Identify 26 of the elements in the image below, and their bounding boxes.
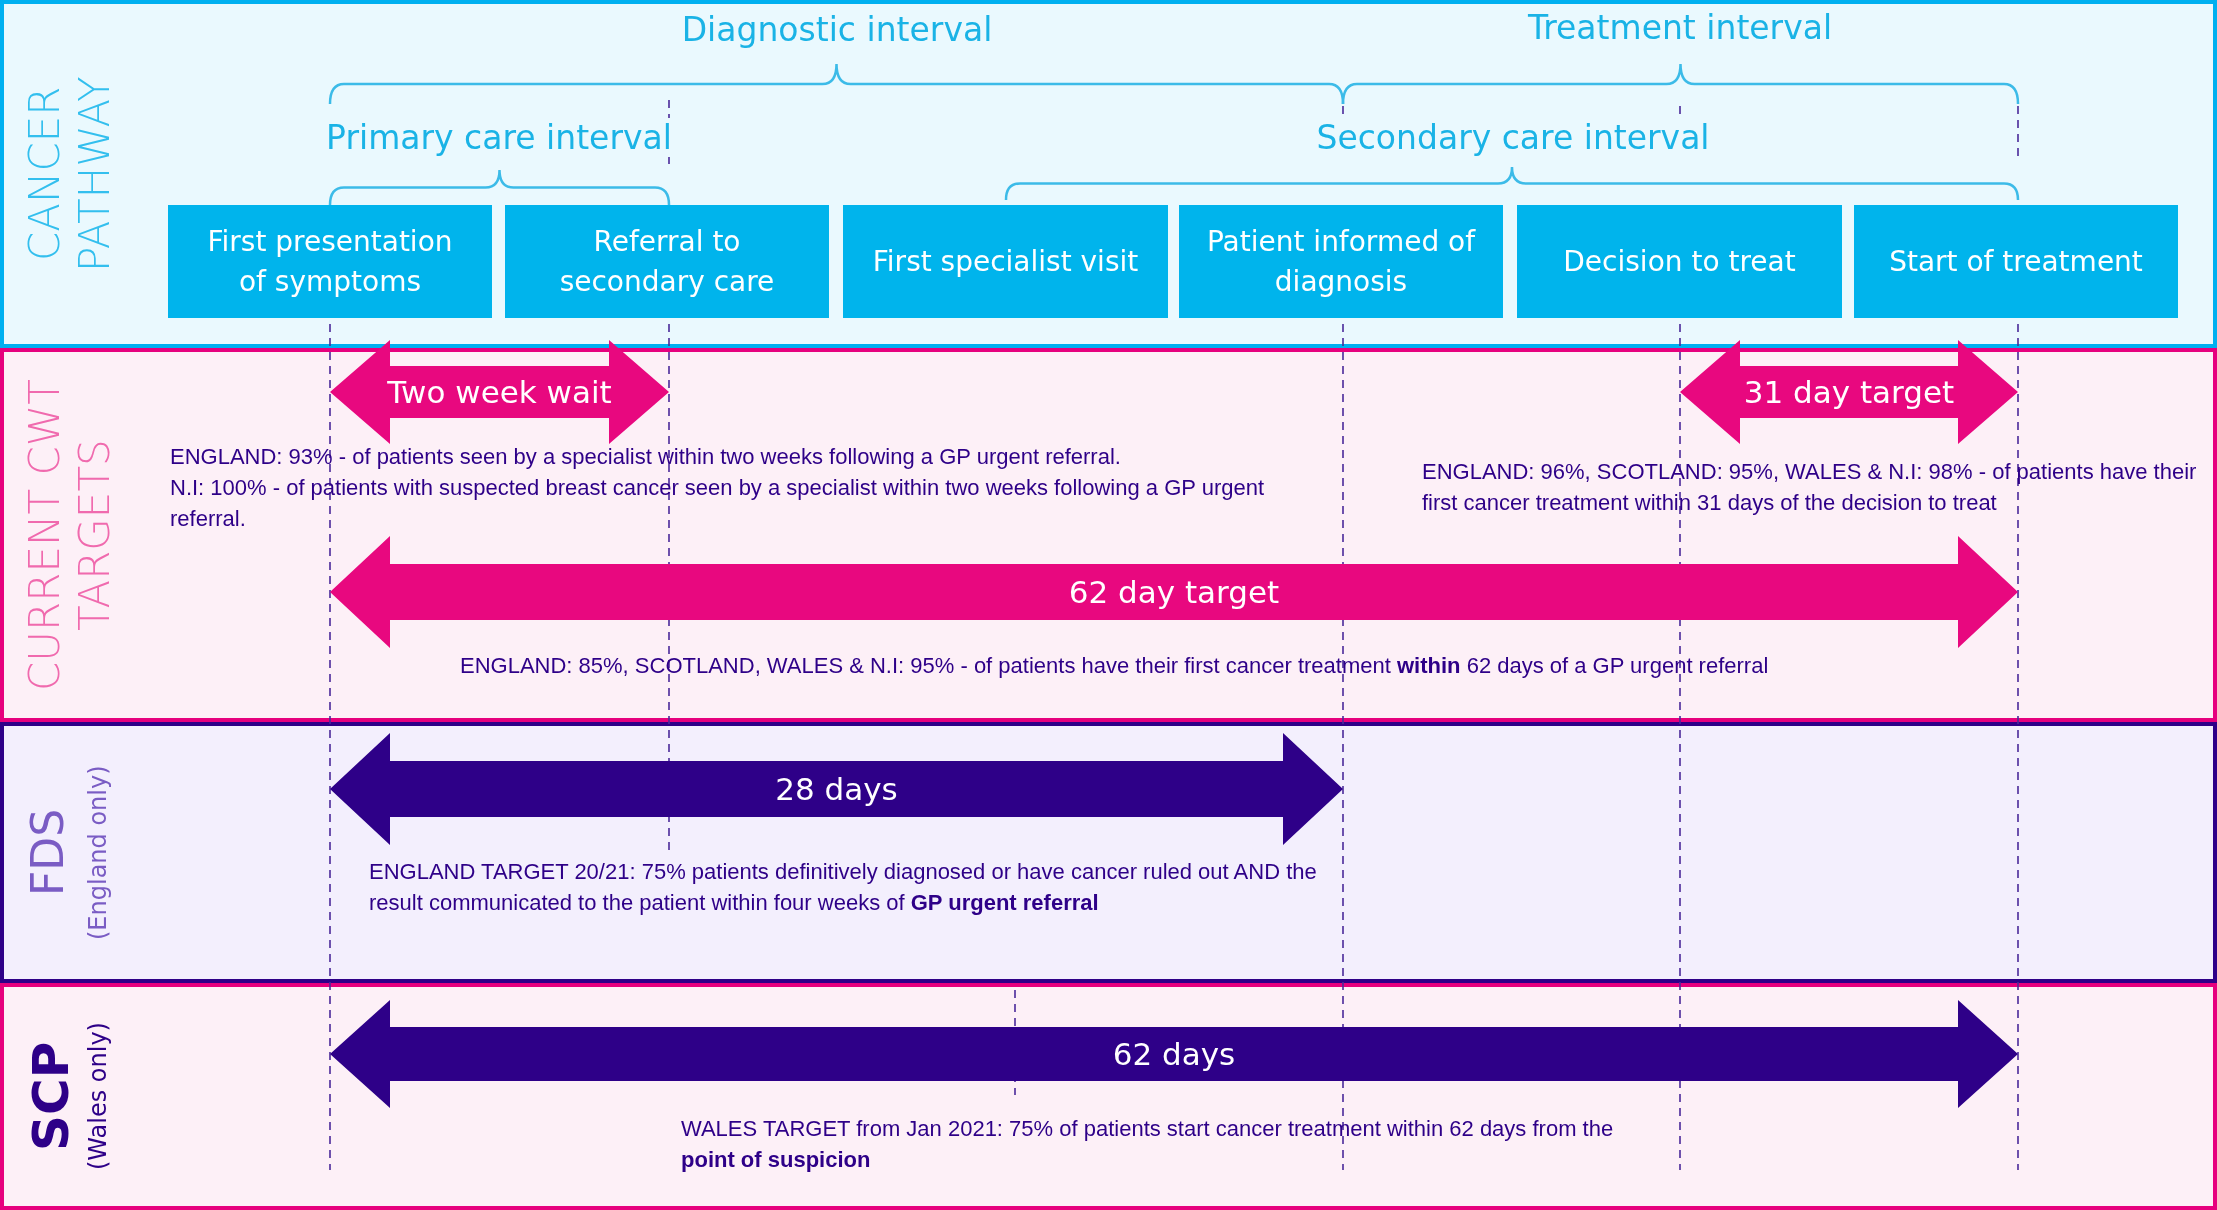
row-subtitle: (Wales only) [84, 1021, 112, 1173]
double-arrow: 28 days [330, 733, 1343, 845]
double-arrow: Two week wait [330, 340, 669, 444]
row-band [0, 983, 2217, 1210]
target-note: ENGLAND: 96%, SCOTLAND: 95%, WALES & N.I: 98% - of patients have their first cancer treatment within 31 days of the decision to treat [1422, 458, 2198, 517]
row-title: FDS [22, 807, 73, 899]
stage-box: Start of treatment [1854, 205, 2178, 318]
row-band [0, 722, 2217, 983]
target-note: WALES TARGET from Jan 2021: 75% of patients start cancer treatment within 62 days from the point of suspicion [681, 1115, 1615, 1174]
row-band [0, 0, 2217, 348]
target-note: ENGLAND: 85%, SCOTLAND, WALES & N.I: 95% - of patients have their first cancer treatment within 62 days of a GP urgent referral [460, 652, 1770, 680]
row-title: SCP [22, 1040, 80, 1154]
double-arrow: 31 day target [1680, 340, 2018, 444]
row-title: CURRENT CWT TARGETS [20, 378, 120, 693]
stage-box: Patient informed of diagnosis [1179, 205, 1503, 318]
stage-box: Referral to secondary care [505, 205, 829, 318]
double-arrow: 62 day target [330, 536, 2018, 648]
row-subtitle: (England only) [84, 764, 112, 942]
double-arrow: 62 days [330, 1000, 2018, 1108]
target-note: ENGLAND: 93% - of patients seen by a specialist within two weeks following a GP urgent referral. [170, 443, 1122, 471]
stage-box: First specialist visit [843, 205, 1168, 318]
target-note: N.I: 100% - of patients with suspected breast cancer seen by a specialist within two weeks following a GP urgent referral. [170, 474, 1266, 533]
row-title: CANCER PATHWAY [20, 75, 120, 274]
stage-box: First presentation of symptoms [168, 205, 492, 318]
stage-box: Decision to treat [1517, 205, 1842, 318]
target-note: ENGLAND TARGET 20/21: 75% patients definitively diagnosed or have cancer ruled out AND the result communicated to the patient within four weeks of GP urgent referral [369, 858, 1318, 917]
